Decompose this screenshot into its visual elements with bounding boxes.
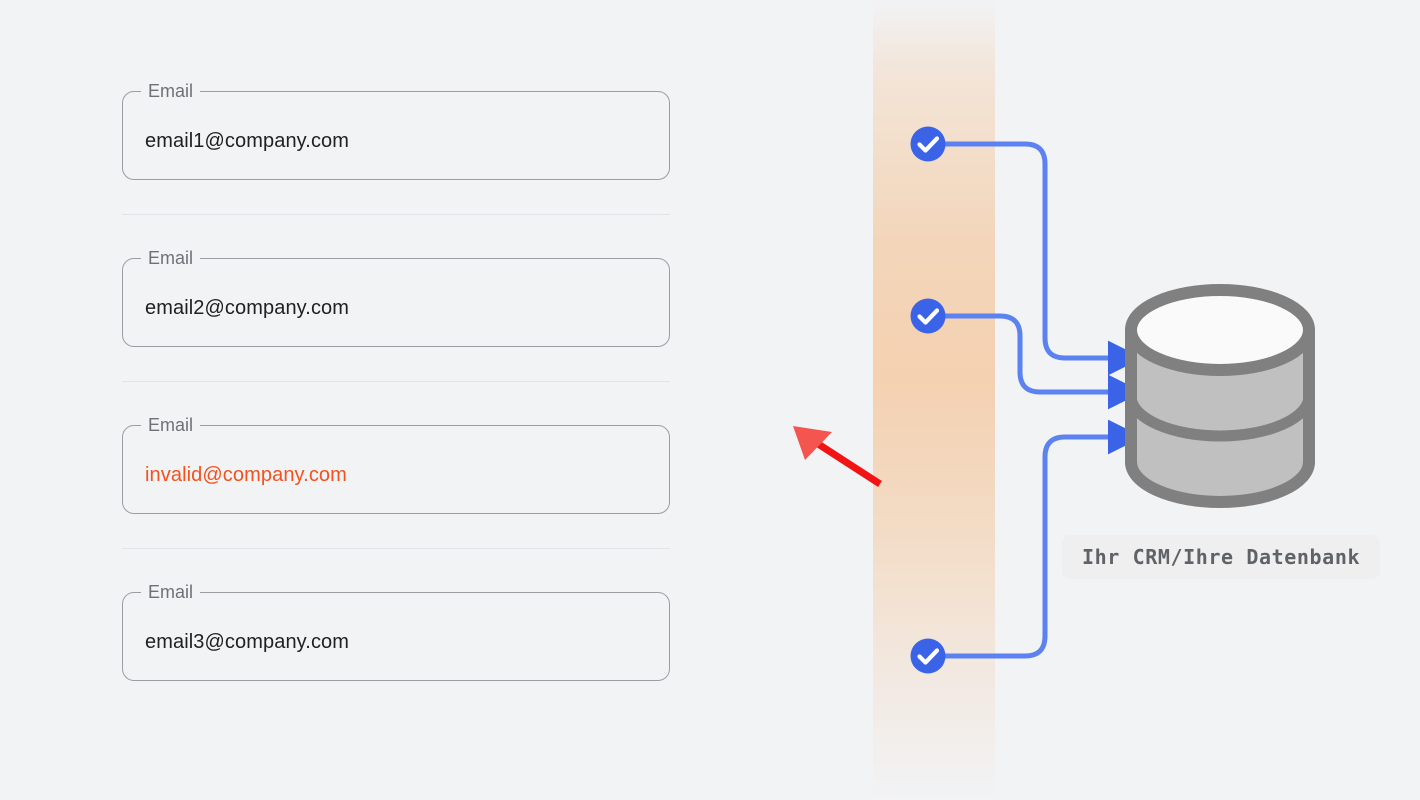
email-input-2[interactable]: Email email2@company.com: [122, 249, 670, 347]
email-input-3[interactable]: Email invalid@company.com: [122, 416, 670, 514]
email-label-1: Email: [148, 81, 194, 101]
field-divider-2: [122, 381, 670, 382]
email-value-2: email2@company.com: [145, 297, 350, 319]
email-label-3: Email: [148, 415, 194, 435]
email-value-3: invalid@company.com: [145, 464, 347, 486]
check-circle-icon-1: [910, 126, 946, 162]
email-input-4[interactable]: Email email3@company.com: [122, 583, 670, 681]
route-path-1: [928, 141, 1143, 376]
field-divider-1: [122, 214, 670, 215]
route-path-3: [928, 419, 1143, 659]
email-value-4: email3@company.com: [145, 631, 350, 653]
email-value-1: email1@company.com: [145, 130, 350, 152]
database-cylinder-icon: [1125, 284, 1315, 508]
field-divider-3: [122, 548, 670, 549]
database-caption: Ihr CRM/Ihre Datenbank: [1062, 535, 1381, 579]
check-circle-icon-3: [910, 638, 946, 674]
email-field-row-4: Email email3@company.com: [122, 583, 670, 681]
email-field-row-3: Email invalid@company.com: [122, 416, 670, 514]
email-input-1[interactable]: Email email1@company.com: [122, 82, 670, 180]
route-path-2: [928, 313, 1143, 410]
email-field-row-2: Email email2@company.com: [122, 249, 670, 347]
email-field-row-1: Email email1@company.com: [122, 82, 670, 180]
check-circle-icon-2: [910, 298, 946, 334]
email-label-4: Email: [148, 582, 194, 602]
email-field-list: Email email1@company.com Email email2@co…: [122, 82, 670, 681]
rejected-arrow-icon: [793, 426, 882, 487]
email-label-2: Email: [148, 248, 194, 268]
